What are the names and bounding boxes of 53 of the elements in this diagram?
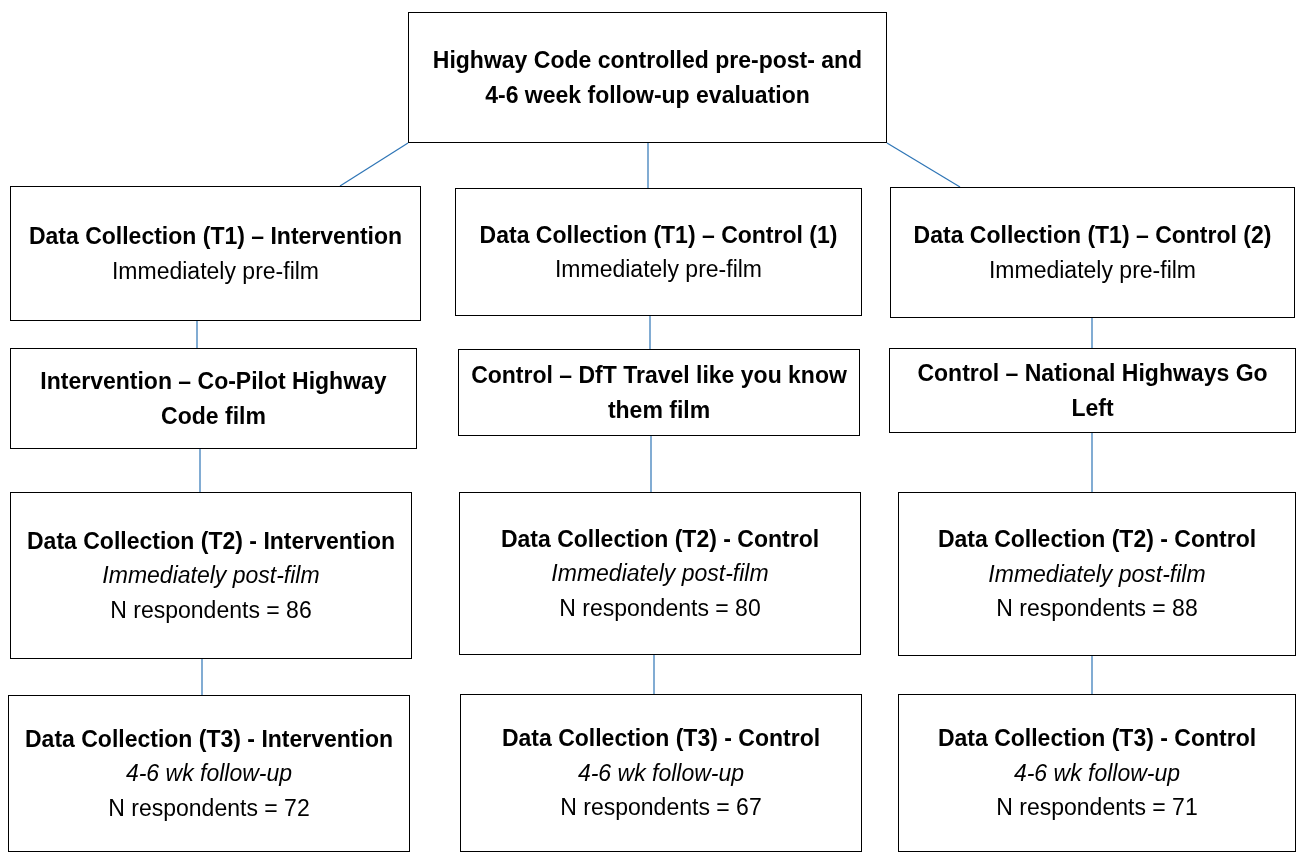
connector-line: [1091, 317, 1093, 349]
process-box: [10, 492, 412, 659]
connector-line: [201, 658, 203, 696]
box-text: 4-6 wk follow-up: [577, 758, 745, 788]
connector-line: [199, 448, 201, 493]
box-heading: Data Collection (T1) – Intervention: [28, 222, 403, 251]
process-box: [10, 348, 417, 449]
connector-line: [650, 435, 652, 493]
box-text: N respondents = 88: [996, 594, 1198, 624]
box-text: 4-6 wk follow-up: [125, 759, 293, 789]
process-box: [898, 694, 1296, 852]
process-box: [458, 349, 860, 436]
box-text: N respondents = 72: [108, 793, 310, 823]
box-heading: Data Collection (T1) – Control (2): [913, 221, 1272, 250]
connector-line: [196, 320, 198, 349]
box-heading: Data Collection (T3) - Intervention: [25, 724, 393, 754]
box-text: N respondents = 71: [996, 793, 1198, 823]
box-heading: Highway Code controlled pre-post- and 4-6 week follow-up evaluation: [431, 46, 864, 110]
process-box: [10, 186, 421, 321]
box-heading: Data Collection (T2) - Control: [937, 525, 1257, 555]
process-box: [459, 492, 861, 655]
box-text: Immediately pre-film: [554, 255, 762, 284]
box-heading: Control – DfT Travel like you know them film: [471, 361, 847, 425]
connector-line: [1091, 432, 1093, 493]
box-heading: Data Collection (T2) - Intervention: [27, 526, 395, 556]
process-box: [460, 694, 862, 852]
box-text: N respondents = 86: [110, 595, 312, 625]
box-heading: Intervention – Co-Pilot Highway Code film: [39, 367, 388, 431]
connector-line: [649, 315, 651, 350]
connector-line: [653, 654, 655, 695]
connector-line: [1091, 655, 1093, 695]
connector-line: [647, 142, 649, 189]
box-text: Immediately pre-film: [988, 255, 1196, 285]
box-text: N respondents = 80: [559, 593, 761, 623]
process-box: [408, 12, 887, 143]
box-heading: Control – National Highways Go Left: [916, 359, 1269, 423]
process-box: [889, 348, 1296, 433]
box-heading: Data Collection (T1) – Control (1): [479, 220, 838, 250]
box-heading: Data Collection (T3) - Control: [937, 724, 1257, 754]
connector-line: [886, 142, 961, 188]
box-heading: Data Collection (T3) - Control: [501, 724, 821, 754]
box-text: N respondents = 67: [560, 793, 762, 823]
process-box: [898, 492, 1296, 656]
box-text: Immediately post-film: [988, 559, 1206, 589]
process-box: [8, 695, 410, 852]
box-heading: Data Collection (T2) - Control: [500, 524, 820, 554]
process-box: [455, 188, 862, 316]
box-text: Immediately pre-film: [111, 256, 319, 286]
box-text: Immediately post-film: [551, 559, 769, 589]
box-text: 4-6 wk follow-up: [1013, 758, 1181, 788]
connector-line: [339, 142, 409, 187]
process-box: [890, 187, 1295, 318]
box-text: Immediately post-film: [102, 561, 320, 591]
